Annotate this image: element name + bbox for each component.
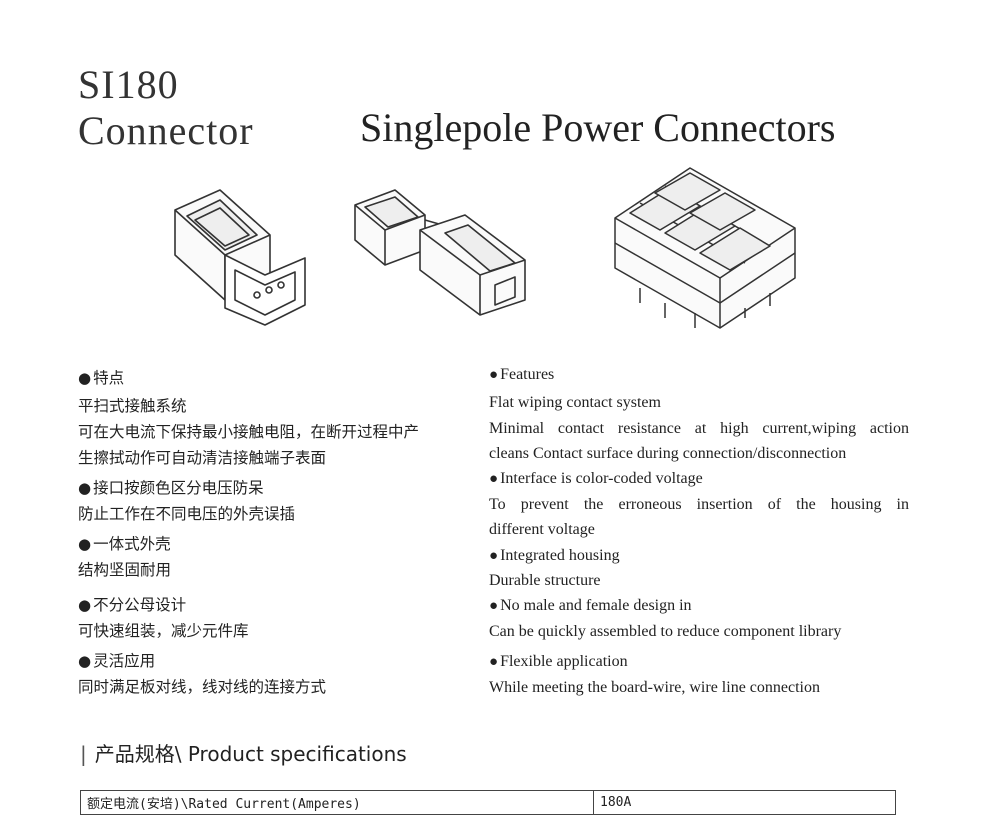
en-feature-line: Flat wiping contact system: [489, 394, 661, 411]
en-feature-heading: Features: [489, 366, 554, 384]
en-feature-line: Minimal contact resistance at high curre…: [489, 420, 909, 437]
en-feature-line: different voltage: [489, 521, 595, 538]
table-row: 额定电流(安培)\Rated Current(Amperes) 180A: [80, 790, 896, 815]
en-feature-heading: Interface is color-coded voltage: [489, 470, 703, 488]
single-connector-illustration: [174, 189, 306, 326]
en-feature-line: While meeting the board-wire, wire line …: [489, 679, 820, 696]
en-feature-heading: Flexible application: [489, 653, 628, 671]
en-feature-line: cleans Contact surface during connection…: [489, 445, 847, 462]
cn-feature-heading: 接口按颜色区分电压防呆: [78, 476, 264, 498]
heading-divider: |: [80, 742, 87, 766]
en-feature-line: Durable structure: [489, 572, 601, 589]
en-feature-line: To prevent the erroneous insertion of th…: [489, 496, 909, 513]
cn-feature-line: 生擦拭动作可自动清洁接触端子表面: [78, 449, 327, 467]
connector-array-illustration: [614, 167, 796, 329]
specs-table: 额定电流(安培)\Rated Current(Amperes) 180A: [80, 790, 896, 815]
mated-connector-pair-illustration: [354, 189, 526, 316]
cn-feature-line: 可在大电流下保持最小接触电阻，在断开过程中产: [78, 423, 420, 441]
cn-feature-line: 可快速组装，减少元件库: [78, 622, 249, 640]
cn-feature-line: 防止工作在不同电压的外壳误插: [78, 505, 296, 523]
cn-feature-line: 同时满足板对线，线对线的连接方式: [78, 678, 327, 696]
cn-feature-heading: 特点: [78, 366, 124, 388]
model-title: SI180 Connector: [78, 62, 254, 154]
cn-feature-line: 平扫式接触系统: [78, 397, 187, 415]
spec-label: 额定电流(安培)\Rated Current(Amperes): [80, 790, 594, 815]
page-headline: Singlepole Power Connectors: [360, 105, 836, 150]
en-feature-heading: Integrated housing: [489, 547, 620, 565]
product-type: Connector: [78, 108, 254, 153]
cn-feature-heading: 一体式外壳: [78, 532, 171, 554]
en-feature-heading: No male and female design in: [489, 597, 692, 615]
cn-feature-heading: 灵活应用: [78, 649, 155, 671]
cn-feature-heading: 不分公母设计: [78, 593, 186, 615]
specs-heading: | 产品规格\ Product specifications: [80, 738, 407, 767]
model-number: SI180: [78, 62, 179, 107]
cn-feature-line: 结构坚固耐用: [78, 561, 172, 579]
en-feature-line: Can be quickly assembled to reduce compo…: [489, 623, 842, 640]
spec-value: 180A: [593, 790, 896, 815]
specs-heading-text: 产品规格\ Product specifications: [94, 742, 407, 766]
